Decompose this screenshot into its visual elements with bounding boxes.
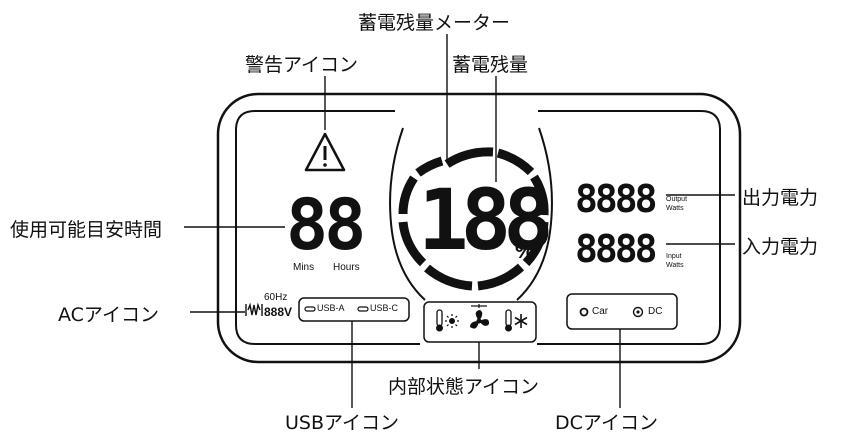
internal-status-box [423, 301, 537, 343]
callout-input-power: 入力電力 [742, 236, 819, 258]
dc-label: DC [648, 306, 663, 317]
usb-a-slot-icon [304, 306, 316, 312]
output-label: Output [666, 196, 688, 203]
callout-output-power: 出力電力 [742, 187, 819, 209]
callout-dc-icon: DCアイコン [555, 412, 658, 434]
usb-port-box [298, 297, 410, 322]
input-label: Input [666, 253, 682, 260]
usb-a-label: USB-A [317, 303, 345, 313]
callout-internal-status-icon: 内部状態アイコン [388, 376, 540, 398]
battery-meter-ring [398, 147, 549, 291]
meter-segment [530, 174, 549, 216]
output-power-digits: 8888 [575, 177, 657, 221]
input-watts-label: Watts [666, 262, 684, 269]
center-left-arc [389, 127, 426, 301]
center-right-arc [516, 127, 553, 301]
percent-unit: % [515, 238, 535, 263]
meter-segment [415, 156, 444, 177]
warning-triangle-icon [304, 132, 346, 172]
fan-icon [470, 304, 490, 329]
meter-segment [496, 148, 535, 176]
ac-wave-icon [245, 302, 263, 316]
meter-segment [398, 221, 427, 267]
dc-port-box [566, 293, 678, 330]
ac-voltage: 888V [264, 305, 293, 319]
battery-level-digits: 188 [418, 171, 554, 269]
hours-label: Hours [333, 262, 360, 273]
callout-battery-level: 蓄電残量 [452, 54, 529, 76]
callout-usb-icon: USBアイコン [285, 412, 400, 434]
ac-frequency: 60Hz [264, 292, 288, 303]
callout-warning-icon: 警告アイコン [245, 54, 359, 76]
dc-port-icon [632, 306, 644, 318]
callout-remaining-time: 使用可能目安時間 [10, 219, 163, 241]
usb-c-label: USB-C [370, 303, 399, 313]
meter-segment [477, 263, 525, 291]
callout-ac-icon: ACアイコン [58, 304, 159, 326]
thermometer-snow-icon [505, 309, 528, 332]
leader-lines [184, 34, 735, 408]
car-label: Car [592, 306, 609, 317]
right-panel-frame [537, 110, 721, 345]
meter-segment [522, 221, 549, 267]
meter-segment [424, 264, 473, 291]
car-port-icon [579, 307, 589, 317]
mins-label: Mins [293, 262, 315, 273]
callout-battery-meter: 蓄電残量メーター [358, 12, 511, 34]
input-power-digits: 8888 [575, 227, 657, 271]
meter-segment [398, 175, 418, 215]
thermometer-sun-icon [436, 309, 459, 332]
remaining-time-digits: 88 [286, 184, 366, 266]
output-watts-label: Watts [666, 205, 684, 212]
meter-segment [444, 147, 494, 168]
usb-c-slot-icon [357, 306, 369, 312]
